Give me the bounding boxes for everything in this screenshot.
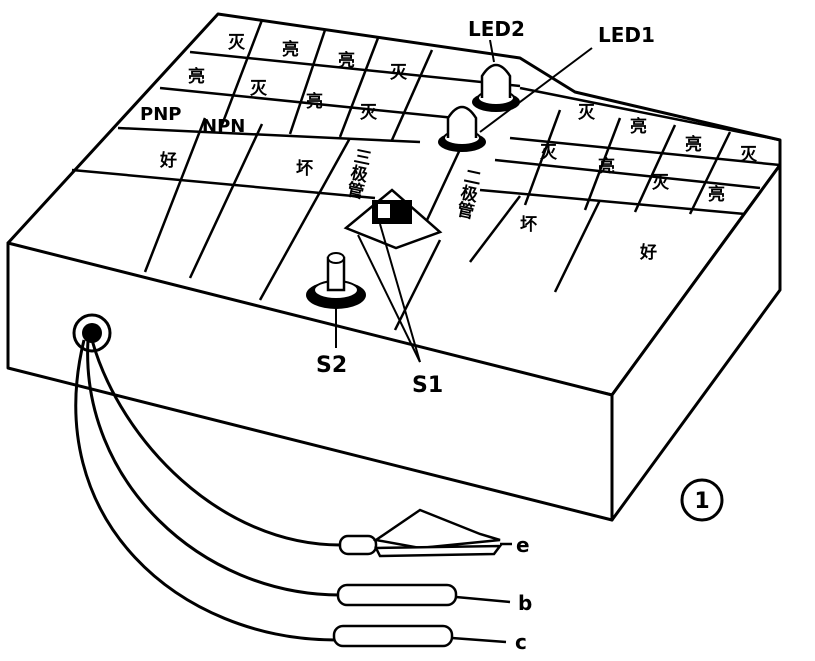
left-r2-c1: 亮 [188, 66, 205, 87]
toggle-s2[interactable] [306, 252, 366, 309]
right-r2-c3: 灭 [651, 173, 670, 193]
right-r1-c4: 灭 [739, 145, 758, 165]
left-good-label: 好 [159, 150, 177, 171]
right-r1-c1: 灭 [577, 103, 596, 123]
npn-label: NPN [202, 116, 245, 137]
cable-socket [72, 313, 112, 353]
left-r1-c3: 亮 [338, 50, 355, 71]
probe-b [336, 583, 511, 607]
s1-label: S1 [412, 373, 443, 398]
leader-lines [335, 39, 593, 363]
right-r2-c4: 亮 [708, 184, 725, 205]
left-bad-label: 坏 [296, 159, 313, 179]
right-r1-c2: 亮 [630, 116, 647, 137]
wire-e-label: e [516, 533, 530, 557]
left-r2-c4: 灭 [359, 103, 378, 123]
figure-number-text: 1 [694, 489, 709, 514]
wire-b-label: b [518, 591, 532, 615]
left-r1-c4: 灭 [389, 63, 408, 83]
wire-c-label: c [515, 630, 527, 654]
left-table: 灭 亮 亮 灭 亮 灭 亮 灭 PNP NPN 好 坏 [140, 33, 408, 179]
right-bad-label: 坏 [520, 215, 537, 235]
right-good-label: 好 [639, 242, 657, 263]
led2 [472, 63, 520, 112]
test-leads [74, 339, 341, 642]
left-grid [71, 19, 521, 301]
s2-label: S2 [316, 353, 347, 378]
pnp-label: PNP [140, 104, 181, 125]
led2-label: LED2 [468, 17, 525, 41]
probe-c [332, 624, 507, 648]
left-r1-c1: 灭 [227, 33, 246, 53]
alligator-clip-e [338, 508, 512, 558]
right-table: 灭 亮 亮 灭 灭 亮 灭 亮 坏 好 [520, 103, 758, 263]
box-body [6, 12, 782, 522]
left-r1-c2: 亮 [282, 39, 299, 60]
right-grid [393, 86, 781, 331]
left-r2-c2: 灭 [249, 79, 268, 99]
left-r2-c3: 亮 [306, 91, 323, 112]
right-r1-c3: 亮 [685, 134, 702, 155]
right-r2-c2: 亮 [598, 156, 615, 177]
switch-s1[interactable] [343, 188, 443, 250]
led1 [438, 105, 486, 152]
right-r2-c1: 灭 [539, 143, 558, 163]
figure-number: 1 [680, 478, 724, 522]
led1-label: LED1 [598, 23, 655, 47]
right-face [610, 163, 782, 522]
